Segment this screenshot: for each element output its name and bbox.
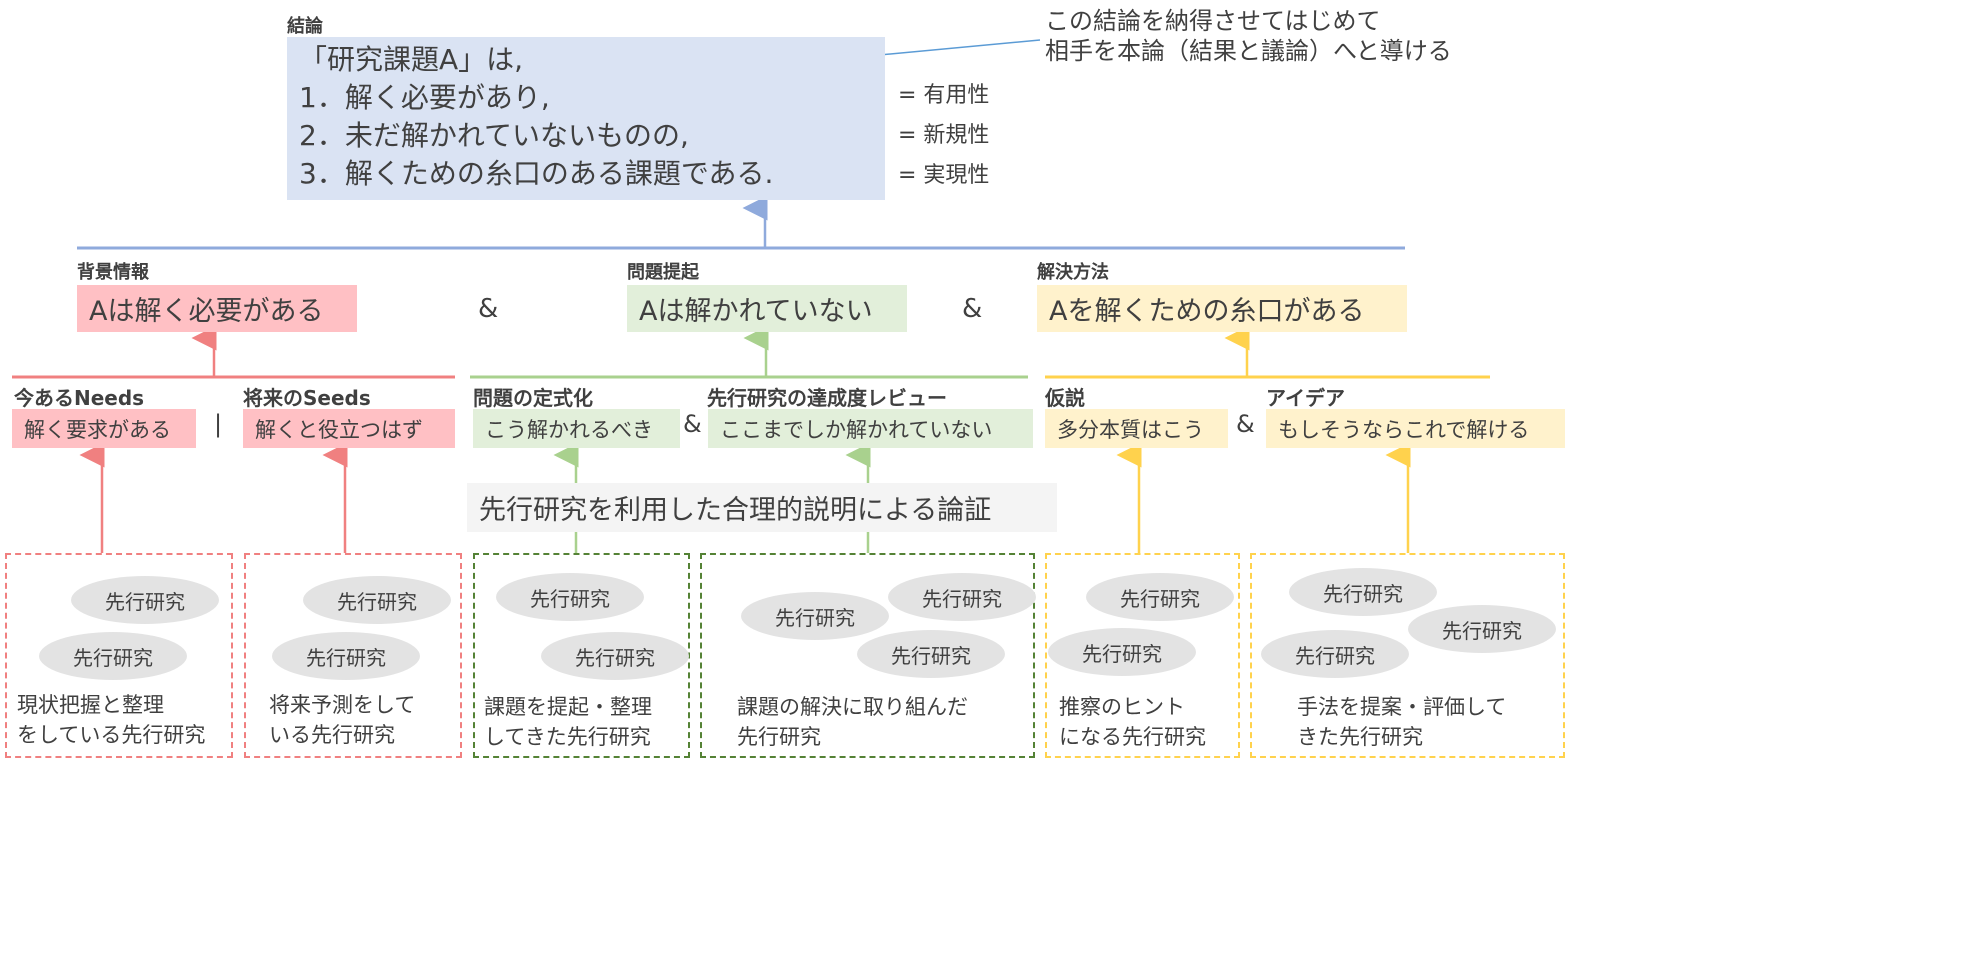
sub-label-hypothesis: 仮説 <box>1045 386 1085 410</box>
claim-clue: Aを解くための糸口がある <box>1037 285 1407 332</box>
prior-group-seeds <box>244 553 462 758</box>
caption-line: いる先行研究 <box>269 723 395 747</box>
prior-study-ellipse: 先行研究 <box>496 573 644 621</box>
caption-line: 現状把握と整理 <box>17 693 164 717</box>
conclusion-label: 結論 <box>287 16 323 37</box>
group-caption: 手法を提案・評価してきた先行研究 <box>1297 692 1506 752</box>
caption-line: 課題を提起・整理 <box>484 695 652 719</box>
sub-box-formulation: こう解かれるべき <box>473 409 680 448</box>
callout-line: この結論を納得させてはじめて <box>1045 7 1381 35</box>
and-connector: & <box>683 410 702 438</box>
prior-study-ellipse: 先行研究 <box>857 630 1005 678</box>
caption-line: をしている先行研究 <box>17 723 206 747</box>
prior-study-ellipse: 先行研究 <box>39 632 187 680</box>
prior-study-ellipse: 先行研究 <box>741 592 889 640</box>
sub-box-idea: もしそうならこれで解ける <box>1266 409 1565 448</box>
sub-box-seeds: 解くと役立つはず <box>243 409 455 448</box>
usefulness-label: = 有用性 <box>898 83 990 108</box>
sub-label-review: 先行研究の達成度レビュー <box>707 386 947 410</box>
callout-line: 相手を本論（結果と議論）へと導ける <box>1045 37 1452 65</box>
prior-study-ellipse: 先行研究 <box>1408 605 1556 653</box>
prior-group-hypothesis <box>1045 553 1240 758</box>
conclusion-line: 3．解くための糸口のある課題である. <box>299 157 774 190</box>
prior-study-ellipse: 先行研究 <box>541 632 689 680</box>
prior-study-ellipse: 先行研究 <box>272 632 420 680</box>
conclusion-box: 「研究課題A」は, 1．解く必要があり, 2．未だ解かれていないものの, 3．解… <box>287 37 885 200</box>
prior-study-ellipse: 先行研究 <box>71 576 219 624</box>
sub-box-review: ここまでしか解かれていない <box>708 409 1033 448</box>
claim-needed: Aは解く必要がある <box>77 285 357 332</box>
prior-study-ellipse: 先行研究 <box>303 576 451 624</box>
sub-label-formulation: 問題の定式化 <box>473 386 593 410</box>
caption-line: 推察のヒント <box>1059 695 1185 719</box>
and-connector: & <box>962 294 983 324</box>
caption-line: 将来予測をして <box>269 693 416 717</box>
sub-box-needs: 解く要求がある <box>12 409 196 448</box>
prior-study-ellipse: 先行研究 <box>1289 568 1437 616</box>
group-caption: 現状把握と整理をしている先行研究 <box>17 690 205 750</box>
novelty-label: = 新規性 <box>898 123 990 148</box>
group-caption: 課題の解決に取り組んだ先行研究 <box>737 692 968 752</box>
caption-line: 先行研究 <box>737 725 821 749</box>
conclusion-line: 1．解く必要があり, <box>299 81 550 114</box>
caption-line: してきた先行研究 <box>484 725 651 749</box>
prior-study-ellipse: 先行研究 <box>1261 630 1409 678</box>
caption-line: になる先行研究 <box>1059 725 1206 749</box>
sub-label-seeds: 将来のSeeds <box>243 386 371 410</box>
conclusion-line: 2．未だ解かれていないものの, <box>299 119 689 152</box>
prior-study-ellipse: 先行研究 <box>888 573 1036 621</box>
group-caption: 推察のヒントになる先行研究 <box>1059 692 1206 752</box>
prior-study-ellipse: 先行研究 <box>1086 573 1234 621</box>
feasibility-label: = 実現性 <box>898 163 990 188</box>
caption-line: 課題の解決に取り組んだ <box>737 695 968 719</box>
prior-group-formulation <box>473 553 690 758</box>
sub-label-needs: 今あるNeeds <box>14 386 145 410</box>
argument-banner: 先行研究を利用した合理的説明による論証 <box>467 483 1057 532</box>
sub-label-idea: アイデア <box>1266 386 1345 410</box>
prior-group-needs <box>5 553 233 758</box>
conclusion-line: 「研究課題A」は, <box>299 43 524 76</box>
prior-group-review <box>700 553 1035 758</box>
callout-note: この結論を納得させてはじめて 相手を本論（結果と議論）へと導ける <box>1045 6 1452 66</box>
and-connector: & <box>1236 410 1255 438</box>
prior-group-idea <box>1250 553 1565 758</box>
group-caption: 将来予測をしている先行研究 <box>269 690 415 750</box>
caption-line: きた先行研究 <box>1297 725 1423 749</box>
group-caption: 課題を提起・整理してきた先行研究 <box>484 692 652 752</box>
and-connector: & <box>478 294 499 324</box>
section-label-background: 背景情報 <box>77 262 149 283</box>
section-label-solution: 解決方法 <box>1037 262 1109 283</box>
sub-box-hypothesis: 多分本質はこう <box>1045 409 1228 448</box>
caption-line: 手法を提案・評価して <box>1297 695 1507 719</box>
prior-study-ellipse: 先行研究 <box>1048 628 1196 676</box>
claim-unsolved: Aは解かれていない <box>627 285 907 332</box>
section-label-problem: 問題提起 <box>627 262 699 283</box>
or-connector: | <box>214 410 223 438</box>
